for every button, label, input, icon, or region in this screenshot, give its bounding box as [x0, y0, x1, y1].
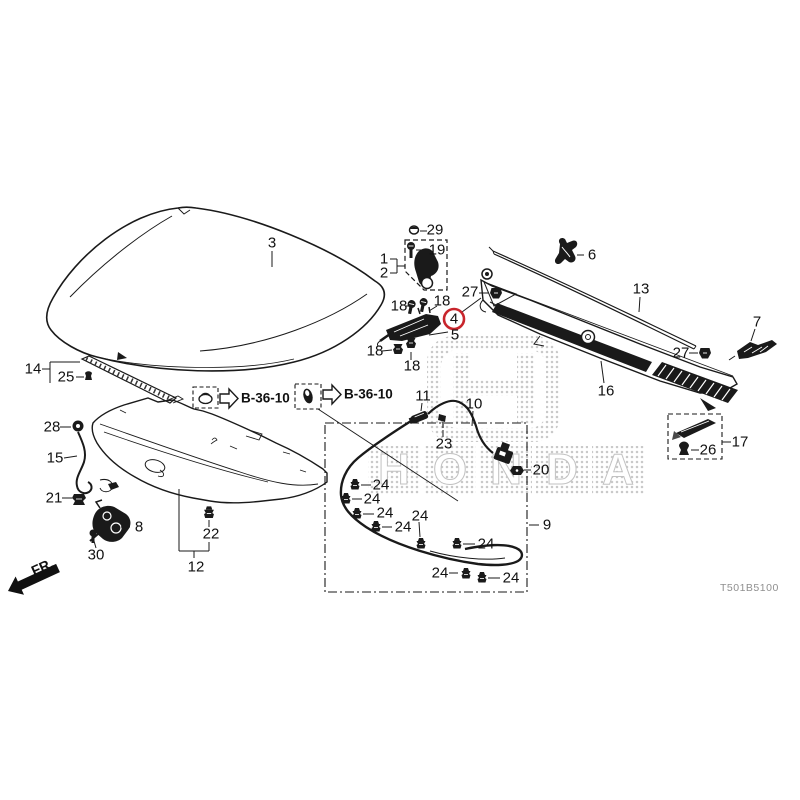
- part-label-3: 3: [268, 235, 276, 252]
- part-label-25: 25: [58, 369, 75, 386]
- hood-stay-drawing: [72, 420, 119, 505]
- part-label-17: 17: [732, 434, 749, 451]
- highlight-circle: [442, 307, 466, 331]
- clip-icon: [72, 494, 86, 505]
- part-label-10: 10: [466, 396, 483, 413]
- clip-icon: [408, 225, 420, 235]
- part-label-24: 24: [412, 508, 429, 525]
- part-label-29: 29: [427, 222, 444, 239]
- washer-tube-drawing: [317, 399, 528, 593]
- watermark-tile: [424, 446, 476, 495]
- ref-label-b-36-10: B-36-10: [344, 387, 393, 402]
- cowl-end-box-drawing: [667, 413, 723, 460]
- ref-arrow-icon: [322, 383, 342, 406]
- fr-direction-arrow: FR.: [8, 555, 60, 595]
- leader-lines: [42, 230, 756, 579]
- part-label-30: 30: [88, 547, 105, 564]
- ref-box-b: [294, 383, 342, 410]
- part-label-21: 21: [46, 490, 63, 507]
- washer-nozzle-icon: [493, 441, 514, 464]
- bolt-icon: [89, 529, 97, 537]
- watermark-letter: A: [602, 445, 634, 494]
- part-label-16: 16: [598, 383, 615, 400]
- ref-arrow-icon: [219, 387, 239, 410]
- part-label-13: 13: [633, 281, 650, 298]
- part-label-22: 22: [203, 526, 220, 543]
- part-label-18: 18: [367, 343, 384, 360]
- hood-panel-drawing: [45, 206, 386, 372]
- part-label-18: 18: [391, 298, 408, 315]
- part-label-9: 9: [543, 517, 551, 534]
- part-label-18: 18: [434, 293, 451, 310]
- part-label-24: 24: [377, 505, 394, 522]
- part-label-4: 4: [450, 311, 458, 328]
- watermark-letter: D: [546, 445, 578, 494]
- part-label-24: 24: [395, 519, 412, 536]
- part-label-11: 11: [415, 388, 431, 405]
- part-label-1: 1: [380, 251, 388, 268]
- diagram-code: T501B5100: [720, 582, 779, 594]
- tube-connector-icon: [408, 411, 429, 424]
- part-label-7: 7: [753, 314, 761, 331]
- cowl-top-drawing: [461, 268, 738, 411]
- hood-seal-drawing: [80, 355, 178, 404]
- cowl-bracket-drawing: [554, 237, 578, 265]
- watermark-letter: O: [433, 445, 467, 494]
- watermark-tile: [592, 446, 644, 495]
- clip-icon: [679, 441, 689, 455]
- part-label-18: 18: [404, 358, 421, 375]
- part-label-2: 2: [380, 265, 388, 282]
- part-label-24: 24: [478, 536, 495, 553]
- windshield-molding-drawing: [488, 246, 697, 350]
- part-label-27: 27: [462, 284, 479, 301]
- honda-h-badge-watermark: [427, 336, 560, 442]
- part-label-24: 24: [373, 477, 390, 494]
- part-label-24: 24: [364, 491, 381, 508]
- clip-icon: [438, 414, 446, 422]
- watermark-letter: H: [378, 445, 410, 494]
- part-label-26: 26: [700, 442, 717, 459]
- ref-label-b-36-10: B-36-10: [241, 391, 290, 406]
- diagram-line-art: FR.: [8, 206, 777, 595]
- part-label-24: 24: [503, 570, 520, 587]
- part-label-19: 19: [429, 242, 446, 259]
- lock-assembly-box-drawing: [404, 225, 448, 291]
- part-label-28: 28: [44, 419, 61, 436]
- part-label-8: 8: [135, 519, 143, 536]
- part-label-23: 23: [436, 436, 453, 453]
- clip-icon: [85, 371, 92, 380]
- ref-labels: B-36-10 B-36-10: [241, 387, 393, 406]
- watermark-tile: [536, 446, 588, 495]
- hood-latch-drawing: [89, 499, 131, 543]
- part-label-15: 15: [47, 450, 64, 467]
- part-label-14: 14: [25, 361, 42, 378]
- part-label-5: 5: [451, 327, 459, 344]
- hood-lock-drawing: [377, 296, 441, 355]
- part-label-20: 20: [533, 462, 550, 479]
- cowl-side-drawing: [728, 340, 777, 361]
- insulator-panel-drawing: [91, 395, 328, 504]
- part-label-12: 12: [188, 559, 205, 576]
- part-label-24: 24: [432, 565, 449, 582]
- ref-box-a: [192, 386, 239, 410]
- part-label-27: 27: [673, 345, 690, 362]
- part-label-6: 6: [588, 247, 596, 264]
